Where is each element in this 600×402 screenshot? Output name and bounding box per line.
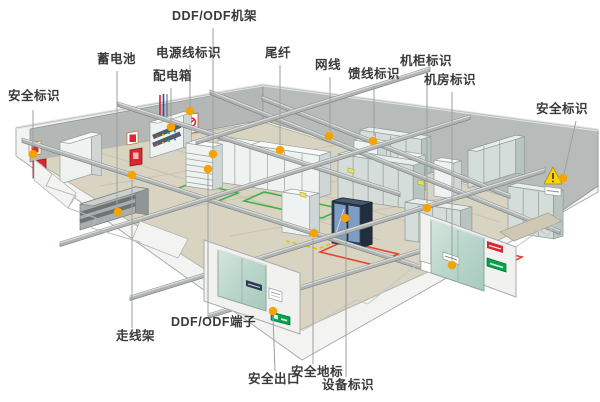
callout-dot-ddf-odf-rack [208, 149, 218, 159]
callout-dot-pigtail [275, 145, 285, 155]
callout-dot-feeder-tag [368, 136, 378, 146]
callout-label-pigtail: 尾纤 [265, 46, 292, 60]
red-floor-marking [317, 240, 401, 266]
callout-dot-network-cable [324, 131, 334, 141]
callout-label-cable-runway: 走线架 [116, 329, 156, 343]
callout-dot-power-box [166, 122, 176, 132]
callout-label-cabinet-tag: 机柜标识 [400, 54, 453, 68]
wall-notice-sign [420, 260, 432, 274]
callout-layer [28, 28, 577, 377]
cable-runway-beam [59, 114, 471, 247]
callout-dot-safety-exit [268, 306, 278, 316]
callout-label-safety-exit: 安全出口 [248, 372, 301, 386]
callout-dot-cable-runway [127, 170, 137, 180]
callout-label-equipment-tag: 设备标识 [322, 378, 375, 392]
wall-fixtures-right [543, 166, 563, 197]
callout-label-network-cable: 网线 [315, 58, 342, 72]
cable-runway-beam [195, 66, 431, 145]
rack-cabinet [249, 141, 332, 198]
callout-label-floor-marking: 安全地标 [291, 365, 344, 379]
feeder-label-tag [417, 179, 425, 186]
right-wall-platform [499, 212, 563, 242]
callout-line-safety-exit [272, 315, 276, 372]
callout-label-power-line-tag: 电源线标识 [156, 46, 222, 60]
front-left-wall [33, 158, 421, 332]
cable-runway-beam [117, 101, 401, 197]
callout-dot-battery [113, 207, 123, 217]
callout-dot-ddf-odf-terminal [203, 164, 213, 174]
cable-runways [21, 66, 561, 319]
callout-dot-safety-sign-right [558, 173, 568, 183]
yellow-floor-marking [285, 240, 337, 250]
front-right-door [419, 211, 517, 298]
rack-cabinet [467, 134, 526, 189]
cable-runway-beam [209, 89, 561, 236]
callout-dot-power-line-tag [185, 106, 195, 116]
room-notice-board [268, 287, 283, 303]
callout-label-room-tag: 机房标识 [424, 73, 477, 87]
callout-label-power-box: 配电箱 [153, 69, 193, 83]
callout-dot-cabinet-tag [422, 203, 432, 213]
callout-dot-floor-marking [309, 228, 319, 238]
callout-dot-safety-sign-left [28, 149, 38, 159]
callout-label-feeder-tag: 馈线标识 [348, 67, 401, 81]
callout-label-ddf-odf-rack: DDF/ODF机架 [172, 9, 258, 23]
callout-label-ddf-odf-terminal: DDF/ODF端子 [171, 315, 257, 329]
ddf-odf-frame [185, 139, 223, 191]
callout-dot-equipment-tag [340, 213, 350, 223]
callout-label-safety-sign-right: 安全标识 [536, 102, 589, 116]
callout-line-safety-sign-right [563, 120, 577, 175]
feeder-label-tag [299, 191, 307, 198]
feeder-label-tag [347, 167, 355, 174]
callout-dot-room-tag [447, 260, 457, 270]
callout-label-battery: 蓄电池 [97, 52, 137, 66]
callout-label-safety-sign-left: 安全标识 [8, 89, 61, 103]
